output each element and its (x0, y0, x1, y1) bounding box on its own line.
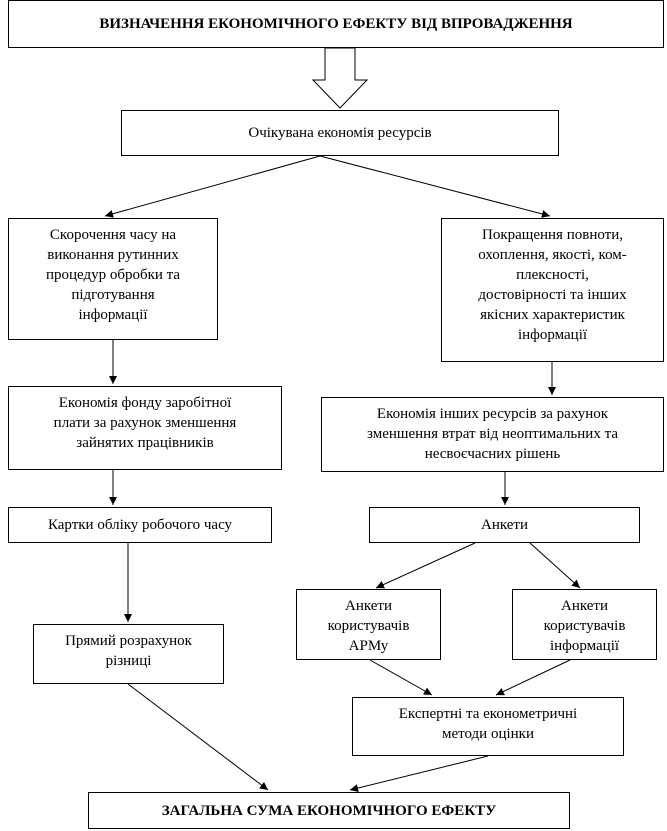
info-users-box: Анкети користувачів інформації (512, 589, 657, 660)
block-arrow-down (311, 47, 369, 109)
arrow-direct-to-total (127, 683, 269, 791)
arrow-savings-to-time (104, 155, 321, 218)
other-savings-box: Економія інших ресурсів за рахунок зменш… (321, 397, 664, 472)
arrow-info-to-expert (495, 659, 571, 696)
arrow-arm-to-expert (369, 659, 433, 696)
direct-calc-box: Прямий розрахунок різниці (33, 624, 224, 684)
questionnaires-box: Анкети (369, 507, 640, 543)
time-cards-box: Картки обліку робочого часу (8, 507, 272, 543)
diagram-title: ВИЗНАЧЕННЯ ЕКОНОМІЧНОГО ЕФЕКТУ ВІД ВПРОВ… (8, 0, 664, 48)
quality-improvement-box: Покращення повноти, охоплення, якості, к… (441, 218, 664, 362)
arm-users-box: Анкети користувачів АРМу (296, 589, 441, 660)
payroll-savings-box: Економія фонду заробітної плати за рахун… (8, 386, 282, 470)
arrow-questionnaires-to-arm (375, 542, 476, 589)
arrow-expert-to-total (349, 755, 489, 792)
arrow-questionnaires-to-info (529, 542, 581, 589)
expected-savings-box: Очікувана економія ресурсів (121, 110, 559, 156)
time-reduction-box: Скорочення часу на виконання рутинних пр… (8, 218, 218, 340)
expert-methods-box: Експертні та економетричні методи оцінки (352, 697, 624, 756)
arrow-savings-to-quality (319, 155, 551, 218)
total-effect-box: ЗАГАЛЬНА СУМА ЕКОНОМІЧНОГО ЕФЕКТУ (88, 792, 570, 829)
